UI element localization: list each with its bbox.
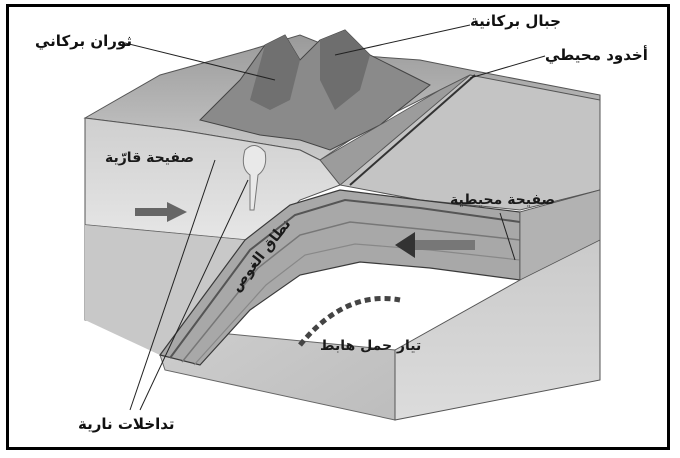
label-igneous-intrusions: تداخلات نارية: [78, 415, 175, 433]
label-volcanic-eruption: ثوران بركاني: [35, 32, 132, 50]
label-oceanic-plate: صفيحة محيطية: [450, 192, 555, 208]
label-continental-plate: صفيحة قارّية: [105, 150, 194, 166]
leader-trench: [470, 56, 545, 78]
label-volcanic-mountains: جبال بركانية: [470, 12, 561, 30]
label-downwelling-current: تيار حمل هابط: [320, 338, 421, 354]
label-oceanic-trench: أخدود محيطي: [545, 46, 648, 64]
